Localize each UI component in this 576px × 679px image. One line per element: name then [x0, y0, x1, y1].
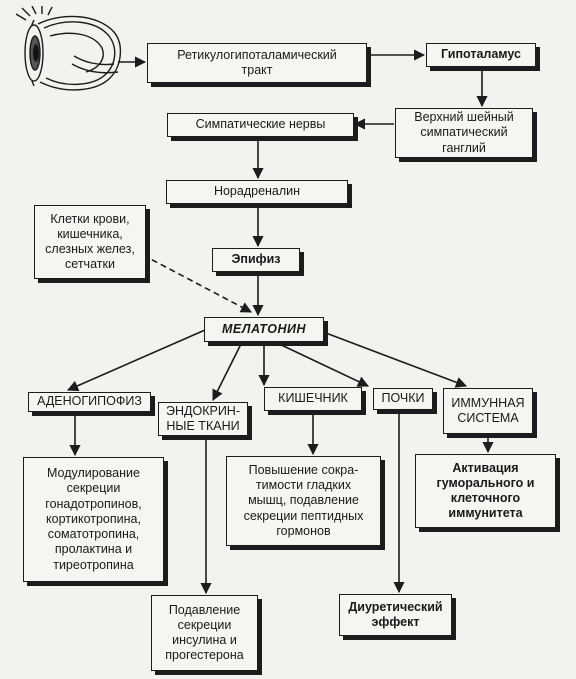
modulation-box: Модулирование секреции гонадотропинов, к… [23, 457, 164, 582]
endocrine-tissues-box: ЭНДОКРИН- НЫЕ ТКАНИ [158, 402, 248, 436]
reticulo-tract-box: Ретикулогипоталамический тракт [147, 43, 367, 83]
insulin-suppression-box: Подавление секреции инсулина и прогестер… [151, 595, 258, 671]
contractility-box: Повышение сокра- тимости гладких мышц, п… [226, 456, 381, 546]
sympathetic-nerves-box: Симпатические нервы [167, 113, 354, 137]
intestine-box: КИШЕЧНИК [264, 387, 362, 411]
immune-system-box: ИММУННАЯ СИСТЕМА [443, 388, 533, 434]
activation-box: Активация гуморального и клеточного имму… [415, 454, 556, 528]
arrow-cells-melatonin [142, 254, 252, 313]
melatonin-box: МЕЛАТОНИН [204, 317, 324, 342]
noradrenaline-box: Норадреналин [166, 180, 348, 204]
arrow-melatonin-kidneys [274, 341, 370, 387]
kidneys-box: ПОЧКИ [373, 388, 433, 410]
arrow-melatonin-endocrine [212, 341, 243, 402]
hypothalamus-box: Гипоталамус [426, 43, 536, 67]
diuretic-effect-box: Диуретический эффект [339, 594, 452, 636]
ganglion-box: Верхний шейный симпатический ганглий [395, 108, 533, 158]
arrow-melatonin-adenohypophysis [66, 329, 206, 392]
eye-icon [15, 6, 121, 91]
epiphysis-box: Эпифиз [212, 248, 300, 272]
arrow-melatonin-immune [317, 329, 468, 388]
cells-box: Клетки крови, кишечника, слезных желез, … [34, 205, 146, 279]
adenohypophysis-box: АДЕНОГИПОФИЗ [28, 392, 151, 412]
